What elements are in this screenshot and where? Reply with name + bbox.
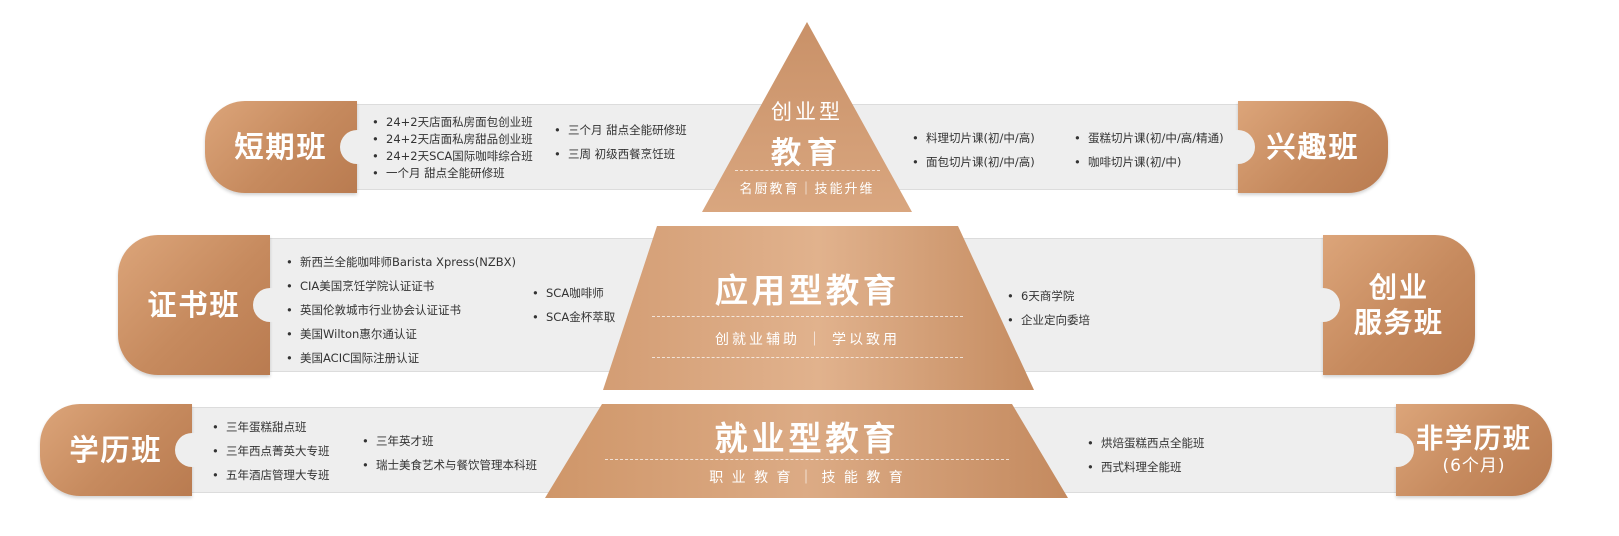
list-item: 美国ACIC国际注册认证 xyxy=(286,346,516,370)
degree-list-1: 三年蛋糕甜点班 三年西点菁英大专班 五年酒店管理大专班 xyxy=(212,415,330,487)
short-term-list-2: 三个月 甜点全能研修班 三周 初级西餐烹饪班 xyxy=(554,118,687,166)
list-item: 五年酒店管理大专班 xyxy=(212,463,330,487)
list-item: 24+2天SCA国际咖啡综合班 xyxy=(372,148,533,165)
list-item: 6天商学院 xyxy=(1007,284,1090,308)
pyramid-middle-divider-bottom xyxy=(652,357,963,358)
pyramid-middle-tier xyxy=(603,226,1034,390)
interest-list-1: 料理切片课(初/中/高) 面包切片课(初/中/高) xyxy=(912,126,1035,174)
non-degree-class-label: 非学历班 xyxy=(1416,423,1532,455)
list-item: SCA金杯萃取 xyxy=(532,305,615,329)
pyramid-bottom-divider xyxy=(605,459,1009,460)
list-item: 美国Wilton惠尔通认证 xyxy=(286,322,516,346)
startup-service-label-line2: 服务班 xyxy=(1353,306,1444,339)
list-item: 料理切片课(初/中/高) xyxy=(912,126,1035,150)
interest-class-label: 兴趣班 xyxy=(1266,129,1360,164)
startup-service-class-badge: 创业 服务班 xyxy=(1323,235,1475,375)
list-item: 面包切片课(初/中/高) xyxy=(912,150,1035,174)
pyramid-top-divider xyxy=(735,170,880,171)
list-item: CIA美国烹饪学院认证证书 xyxy=(286,274,516,298)
degree-class-label: 学历班 xyxy=(69,432,163,467)
list-item: 三周 初级西餐烹饪班 xyxy=(554,142,687,166)
row3-left-notch xyxy=(175,433,209,467)
row3-right-notch xyxy=(1380,433,1414,467)
pyramid-middle-title: 应用型教育 xyxy=(715,271,900,310)
list-item: 英国伦敦城市行业协会认证证书 xyxy=(286,298,516,322)
interest-list-2: 蛋糕切片课(初/中/高/精通) 咖啡切片课(初/中) xyxy=(1074,126,1224,174)
certificate-class-badge: 证书班 xyxy=(118,235,270,375)
list-item: 蛋糕切片课(初/中/高/精通) xyxy=(1074,126,1224,150)
list-item: 三个月 甜点全能研修班 xyxy=(554,118,687,142)
list-item: 三年英才班 xyxy=(362,429,537,453)
list-item: 烘焙蛋糕西点全能班 xyxy=(1087,431,1205,455)
certificate-list-2: SCA咖啡师 SCA金杯萃取 xyxy=(532,281,615,329)
degree-class-badge: 学历班 xyxy=(40,404,192,496)
short-term-list-1: 24+2天店面私房面包创业班 24+2天店面私房甜品创业班 24+2天SCA国际… xyxy=(372,114,533,182)
interest-class-badge: 兴趣班 xyxy=(1238,101,1388,193)
pyramid-middle-divider-top xyxy=(652,316,963,317)
non-degree-class-duration: (6个月) xyxy=(1442,456,1506,477)
non-degree-class-badge: 非学历班 (6个月) xyxy=(1396,404,1552,496)
pyramid-top-line1: 创业型 xyxy=(771,100,843,124)
list-item: 企业定向委培 xyxy=(1007,308,1090,332)
startup-service-label-line1: 创业 xyxy=(1368,271,1429,304)
row2-left-notch xyxy=(253,288,287,322)
pyramid-top-tier xyxy=(702,22,912,212)
startup-service-list: 6天商学院 企业定向委培 xyxy=(1007,284,1090,332)
pyramid-bottom-sub: 职 业 教 育 ｜ 技 能 教 育 xyxy=(709,470,905,486)
list-item: 西式料理全能班 xyxy=(1087,455,1205,479)
list-item: 三年蛋糕甜点班 xyxy=(212,415,330,439)
list-item: 咖啡切片课(初/中) xyxy=(1074,150,1224,174)
list-item: 一个月 甜点全能研修班 xyxy=(372,165,533,182)
list-item: 瑞士美食艺术与餐饮管理本科班 xyxy=(362,453,537,477)
pyramid-middle-sub: 创就业辅助 ｜ 学以致用 xyxy=(715,332,900,348)
list-item: 新西兰全能咖啡师Barista Xpress(NZBX) xyxy=(286,250,516,274)
degree-list-2: 三年英才班 瑞士美食艺术与餐饮管理本科班 xyxy=(362,429,537,477)
row1-left-notch xyxy=(340,130,374,164)
pyramid-top-sub: 名厨教育｜技能升维 xyxy=(739,182,875,197)
row2-right-notch xyxy=(1306,288,1340,322)
pyramid-bottom-tier xyxy=(545,404,1068,498)
list-item: SCA咖啡师 xyxy=(532,281,615,305)
certificate-class-label: 证书班 xyxy=(147,287,241,322)
pyramid-bottom-title: 就业型教育 xyxy=(714,419,900,458)
short-term-class-label: 短期班 xyxy=(234,129,328,164)
certificate-list-1: 新西兰全能咖啡师Barista Xpress(NZBX) CIA美国烹饪学院认证… xyxy=(286,250,516,370)
list-item: 24+2天店面私房面包创业班 xyxy=(372,114,533,131)
row1-right-notch xyxy=(1221,130,1255,164)
non-degree-list: 烘焙蛋糕西点全能班 西式料理全能班 xyxy=(1087,431,1205,479)
short-term-class-badge: 短期班 xyxy=(205,101,357,193)
list-item: 24+2天店面私房甜品创业班 xyxy=(372,131,533,148)
pyramid-top-line2: 教育 xyxy=(771,136,843,171)
list-item: 三年西点菁英大专班 xyxy=(212,439,330,463)
